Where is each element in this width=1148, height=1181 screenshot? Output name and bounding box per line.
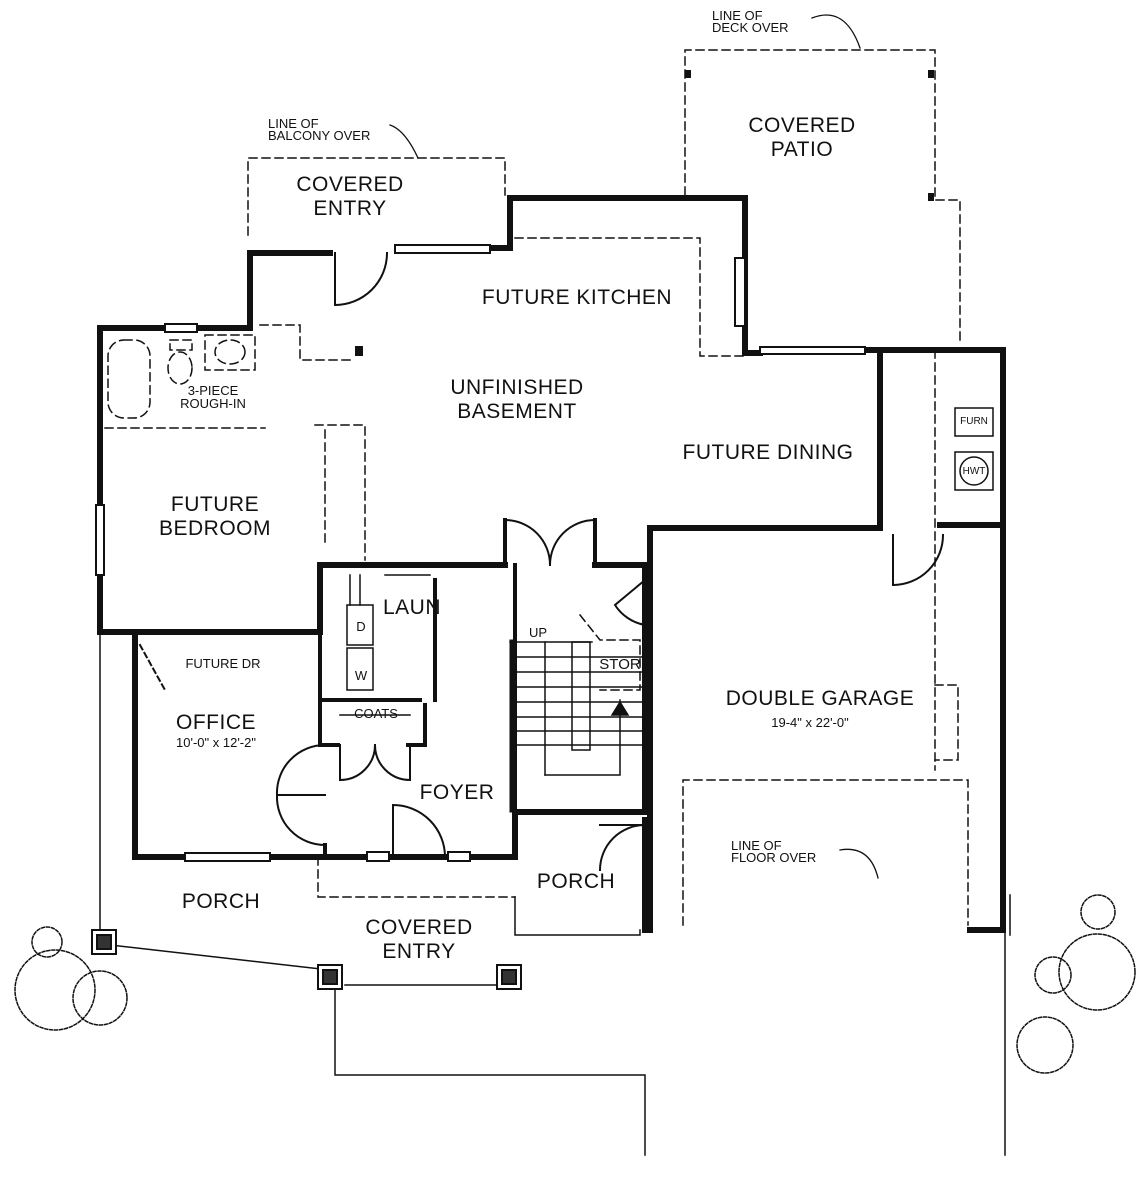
room-label-coats: COATS [354, 706, 398, 721]
office-dimensions: 10'-0" x 12'-2" [176, 735, 256, 750]
room-label-unfinished-basement: UNFINISHED BASEMENT [450, 376, 584, 424]
room-label-laundry: LAUN [382, 596, 442, 619]
deck-posts [355, 70, 934, 356]
note-line-of-deck-over: LINE OF DECK OVER [712, 8, 789, 36]
room-label-double-garage: DOUBLE GARAGE [725, 687, 915, 710]
note-line-of-balcony-over: LINE OF BALCONY OVER [268, 116, 371, 144]
room-label-future-bedroom: FUTURE BEDROOM [158, 493, 272, 541]
trees [14, 894, 1136, 1074]
room-label-porch-right: PORCH [536, 870, 616, 893]
stair-up-label: UP [528, 625, 548, 640]
room-label-foyer: FOYER [419, 781, 495, 804]
room-label-covered-entry-top: COVERED ENTRY [296, 173, 404, 221]
room-label-storage: STOR [599, 656, 641, 673]
stairs [509, 639, 646, 813]
site-lines [99, 631, 1011, 1156]
room-label-future-dr: FUTURE DR [185, 656, 261, 671]
room-label-future-dining: FUTURE DINING [682, 441, 854, 464]
laundry-appliances [339, 574, 431, 716]
room-label-3-piece-rough-in: 3-PIECE ROUGH-IN [180, 383, 246, 411]
room-label-porch-left: PORCH [181, 890, 261, 913]
room-label-office: OFFICE [176, 711, 256, 734]
doors [138, 251, 945, 872]
room-label-future-kitchen: FUTURE KITCHEN [481, 286, 673, 309]
note-leaders [389, 14, 879, 879]
room-label-covered-entry-bottom: COVERED ENTRY [365, 916, 473, 964]
furnace-label: FURN [960, 416, 988, 427]
interior-walls [133, 518, 597, 859]
dashed-overhead-lines [104, 49, 969, 926]
hot-water-tank-label: HWT [962, 466, 986, 477]
washer-label: W [354, 668, 368, 683]
garage-dimensions: 19-4" x 22'-0" [771, 715, 849, 730]
posts [91, 929, 522, 990]
note-line-of-floor-over: LINE OF FLOOR OVER [731, 838, 817, 866]
dryer-label: D [356, 619, 366, 634]
windows [95, 244, 866, 862]
room-label-covered-patio: COVERED PATIO [748, 114, 856, 162]
mechanical [954, 407, 994, 491]
